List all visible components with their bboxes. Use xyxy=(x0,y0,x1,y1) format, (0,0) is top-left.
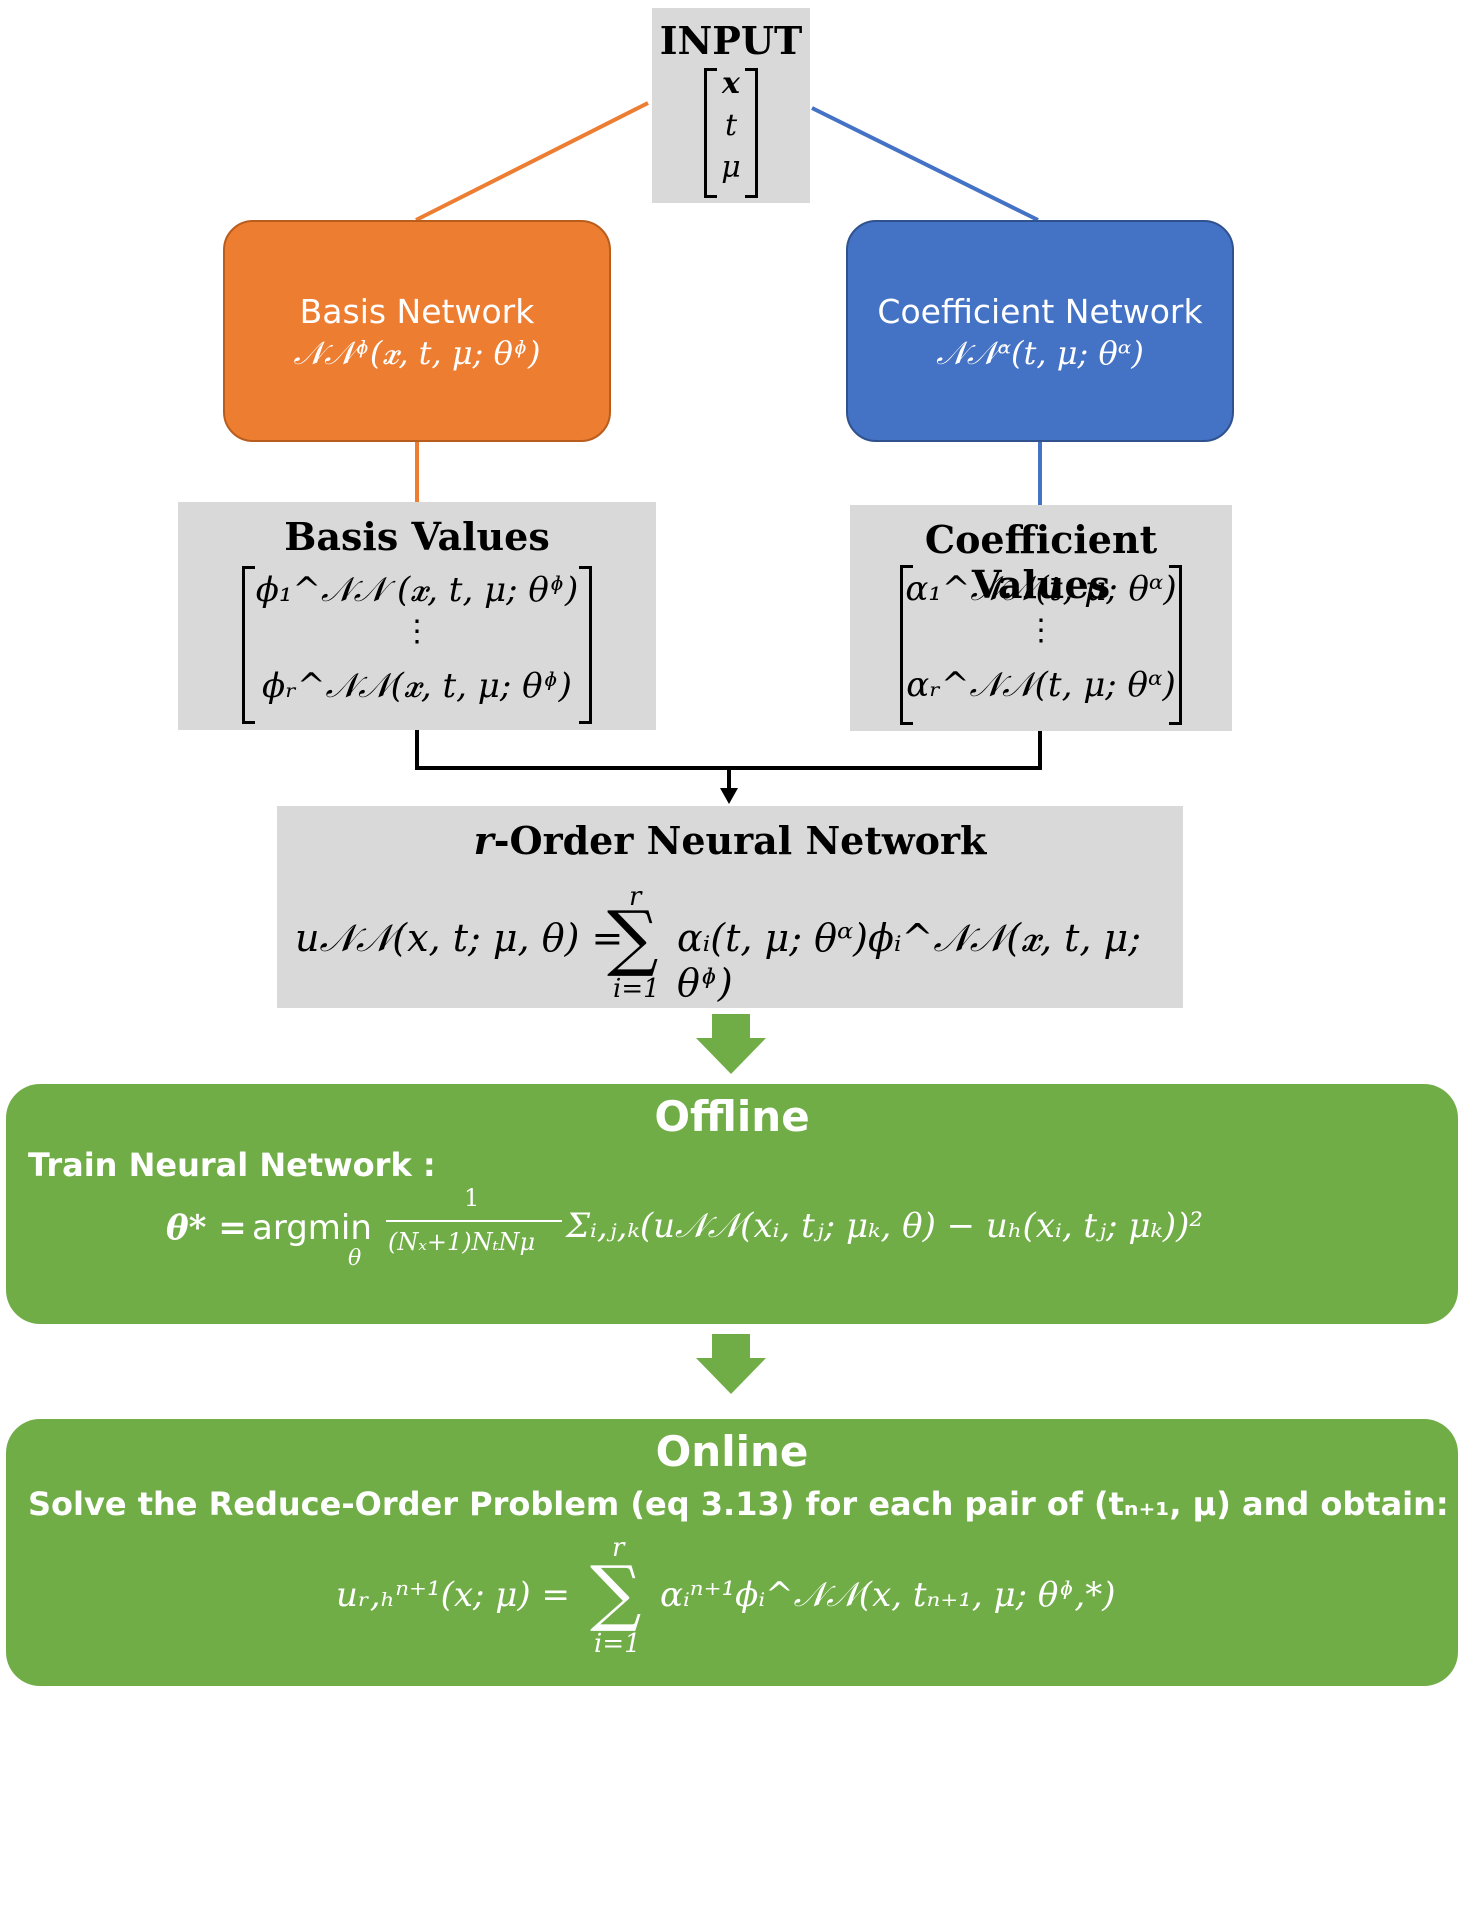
online-formula: uᵣ,ₕⁿ⁺¹(x; μ) = r ∑ i=1 αᵢⁿ⁺¹ϕᵢ^𝒩𝒩(x, tₙ… xyxy=(6,1531,1458,1681)
r-order-formula: u𝒩𝒩(x, t; μ, θ) = r ∑ i=1 αᵢ(t, μ; θᵅ)ϕᵢ… xyxy=(277,882,1183,1005)
input-vector: x t μ xyxy=(704,66,758,198)
merge-arrow-head xyxy=(720,788,738,804)
coefficient-network-formula: 𝒩𝒩ᵅ(t, μ; θᵅ) xyxy=(936,334,1144,372)
basis-bracket-right xyxy=(579,566,592,724)
coefficient-values-title: Coefficient Values xyxy=(924,517,1158,607)
r-order-rhs: αᵢ(t, μ; θᵅ)ϕᵢ^𝒩𝒩(𝒙, t, μ; θᶲ) xyxy=(677,916,1142,1005)
r-order-sigma: ∑ xyxy=(607,895,659,979)
r-order-box: r-Order Neural Network u𝒩𝒩(x, t; μ, θ) =… xyxy=(277,806,1183,1008)
green-arrow-1 xyxy=(696,1014,766,1074)
basis-network-box: Basis Network 𝒩𝒩ᶲ(𝒙, t, μ; θᶲ) xyxy=(223,220,611,442)
coefficient-values-row-1: α₁^𝒩𝒩(t, μ; θᵅ) xyxy=(905,569,1177,609)
input-t: t xyxy=(724,108,738,143)
basis-values-title: Basis Values xyxy=(284,514,550,559)
basis-values-row-1: ϕ₁^𝒩𝒩 (𝒙, t, μ; θᶲ) xyxy=(255,570,579,610)
offline-frac-den: (Nₓ+1)NₜNμ xyxy=(388,1228,536,1256)
r-order-title-rest: -Order Neural Network xyxy=(493,818,987,863)
basis-network-title: Basis Network xyxy=(299,292,535,331)
basis-bracket-left xyxy=(242,566,255,724)
online-title: Online xyxy=(655,1427,809,1476)
offline-frac-num: 1 xyxy=(464,1184,480,1212)
offline-panel: Offline Train Neural Network : θ* = argm… xyxy=(6,1084,1458,1324)
offline-sum-expr: Σᵢ,ⱼ,ₖ(u𝒩𝒩(xᵢ, tⱼ; μₖ, θ) − uₕ(xᵢ, tⱼ; μ… xyxy=(566,1206,1204,1246)
offline-subtitle: Train Neural Network : xyxy=(28,1146,436,1184)
input-mu: μ xyxy=(721,150,741,185)
r-order-sum-upper: r xyxy=(629,882,642,912)
basis-values-box: Basis Values ϕ₁^𝒩𝒩 (𝒙, t, μ; θᶲ) ⋮ ϕᵣ^𝒩𝒩… xyxy=(178,502,656,730)
merge-path xyxy=(415,730,1042,770)
offline-theta-star: θ* = xyxy=(166,1208,247,1248)
r-order-sum-lower: i=1 xyxy=(613,974,660,1004)
input-x: x xyxy=(722,66,740,101)
coefficient-values-row-r: αᵣ^𝒩𝒩(t, μ; θᵅ) xyxy=(906,665,1176,705)
online-sigma: ∑ xyxy=(590,1550,642,1634)
coefficient-bracket-left xyxy=(900,565,913,725)
coefficient-network-box: Coefficient Network 𝒩𝒩ᵅ(t, μ; θᵅ) xyxy=(846,220,1234,442)
online-sum-upper: r xyxy=(612,1533,625,1563)
offline-argmin: argmin xyxy=(252,1208,372,1248)
basis-values-dots: ⋮ xyxy=(402,614,432,649)
basis-values-row-r: ϕᵣ^𝒩𝒩(𝒙, t, μ; θᶲ) xyxy=(262,666,572,706)
coefficient-values-box: Coefficient Values α₁^𝒩𝒩(t, μ; θᵅ) ⋮ αᵣ^… xyxy=(850,505,1232,731)
input-box: INPUT x t μ xyxy=(652,8,810,203)
connector-input-coefficient xyxy=(811,106,1039,222)
online-panel: Online Solve the Reduce-Order Problem (e… xyxy=(6,1419,1458,1686)
coefficient-values-dots: ⋮ xyxy=(1026,613,1056,648)
input-title: INPUT xyxy=(659,18,803,63)
green-arrow-2 xyxy=(696,1334,766,1394)
offline-title: Offline xyxy=(654,1092,810,1141)
offline-frac-line xyxy=(386,1220,562,1222)
online-subtitle: Solve the Reduce-Order Problem (eq 3.13)… xyxy=(28,1485,1449,1523)
input-bracket-left xyxy=(704,68,717,198)
coefficient-network-title: Coefficient Network xyxy=(877,292,1203,331)
connector-input-basis xyxy=(415,101,649,222)
r-order-lhs: u𝒩𝒩(x, t; μ, θ) = xyxy=(295,916,624,960)
online-sum-lower: i=1 xyxy=(594,1629,641,1659)
r-order-title: r-Order Neural Network xyxy=(277,818,1183,863)
input-bracket-right xyxy=(745,68,758,198)
r-order-title-r: r xyxy=(473,818,494,863)
online-lhs: uᵣ,ₕⁿ⁺¹(x; μ) = xyxy=(336,1575,570,1615)
offline-argmin-sub: θ xyxy=(348,1246,362,1271)
online-rhs: αᵢⁿ⁺¹ϕᵢ^𝒩𝒩(x, tₙ₊₁, μ; θᶲ,*) xyxy=(660,1575,1116,1615)
coefficient-bracket-right xyxy=(1169,565,1182,725)
basis-network-formula: 𝒩𝒩ᶲ(𝒙, t, μ; θᶲ) xyxy=(293,334,541,372)
offline-formula: θ* = argmin θ 1 (Nₓ+1)NₜNμ Σᵢ,ⱼ,ₖ(u𝒩𝒩(xᵢ… xyxy=(6,1184,1458,1314)
